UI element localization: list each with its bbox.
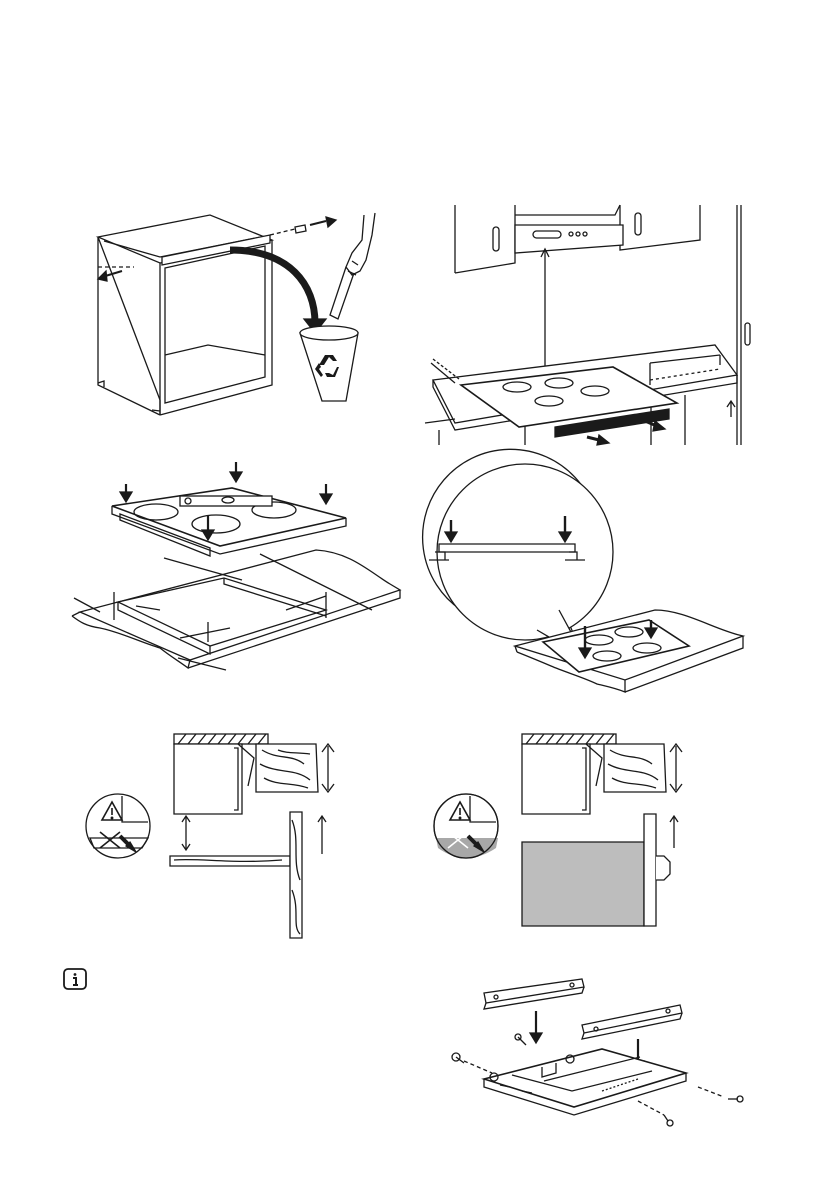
figure-hob-seal-press-detail xyxy=(425,460,755,705)
figure-oven-below-hob-warning xyxy=(430,730,690,930)
figure-hood-and-hob-clearances xyxy=(425,205,750,450)
figure-mounting-brackets-fitting xyxy=(452,975,752,1145)
figure-worktop-cutout-and-levelling xyxy=(60,462,400,682)
figure-drawer-below-hob-warning xyxy=(82,730,362,950)
arrow-right-icon xyxy=(326,217,336,227)
arrow-left-icon xyxy=(98,271,107,281)
figure-cabinet-remove-crossbar xyxy=(90,205,390,420)
info-icon xyxy=(62,967,88,991)
